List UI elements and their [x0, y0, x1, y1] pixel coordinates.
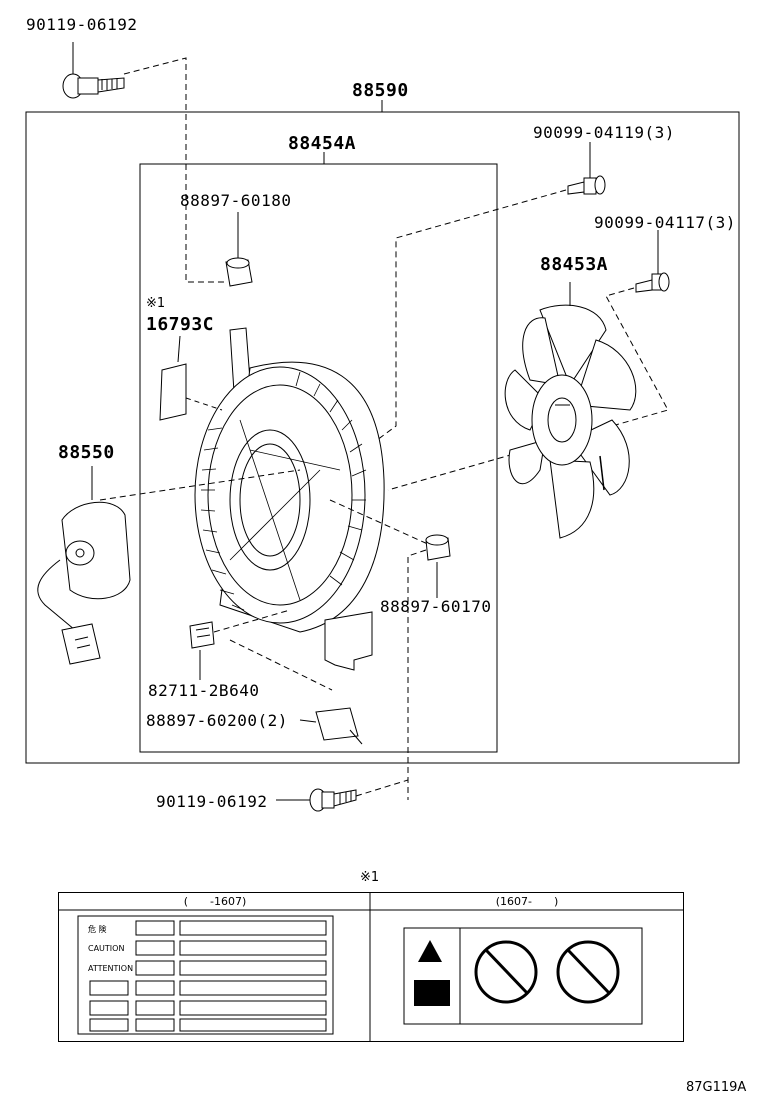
cushion-side-icon [425, 534, 451, 561]
plate-text-2: CAUTION [88, 944, 125, 953]
legend-col-left: ( -1607) [183, 895, 247, 908]
label-ref-mark: ※1 [146, 296, 166, 311]
screw-b-icon [635, 272, 670, 293]
label-screw-a: 90099-04119(3) [533, 123, 675, 142]
label-motor: 88550 [58, 442, 115, 463]
label-cushion-side: 88897-60170 [380, 597, 492, 616]
screw-a-icon [567, 175, 606, 195]
label-bolt-top: 90119-06192 [26, 15, 138, 34]
legend-ref-mark: ※1 [360, 870, 380, 885]
figure-code: 87G119A [686, 1080, 747, 1095]
label-assembly: 88590 [352, 80, 409, 101]
bolt-top-icon [62, 73, 125, 99]
fan-icon [504, 304, 637, 539]
connector-icon [189, 621, 215, 649]
label-caution-label: 16793C [146, 314, 215, 335]
motor-icon [37, 501, 131, 665]
shroud-icon [194, 327, 385, 671]
shroud-ribs [200, 371, 367, 611]
caution-plate-left [77, 915, 334, 1035]
label-cushion-top: 88897-60180 [180, 191, 292, 210]
plate-text-1: 危 険 [88, 925, 107, 934]
assembly-frame [25, 111, 740, 764]
plate-text-3: ATTENTION [88, 964, 134, 973]
manual-book-icon [414, 980, 450, 1006]
label-screw-b: 90099-04117(3) [594, 213, 736, 232]
label-fan: 88453A [540, 254, 609, 275]
cushion-top-icon [225, 257, 253, 287]
legend-table: ( -1607) (1607- ) [58, 892, 684, 1042]
warning-triangle-icon [418, 940, 442, 962]
shroud-frame [139, 163, 498, 753]
bolt-bottom-icon [309, 788, 357, 812]
legend-col-right: (1607- ) [495, 895, 559, 908]
retainer-icon [315, 707, 363, 745]
label-retainer: 88897-60200(2) [146, 711, 288, 730]
label-shroud: 88454A [288, 133, 357, 154]
label-connector: 82711-2B640 [148, 681, 260, 700]
caution-label-icon [159, 363, 187, 421]
no-tool-icon [556, 940, 620, 1004]
no-hand-icon [474, 940, 538, 1004]
label-bolt-bottom: 90119-06192 [156, 792, 268, 811]
